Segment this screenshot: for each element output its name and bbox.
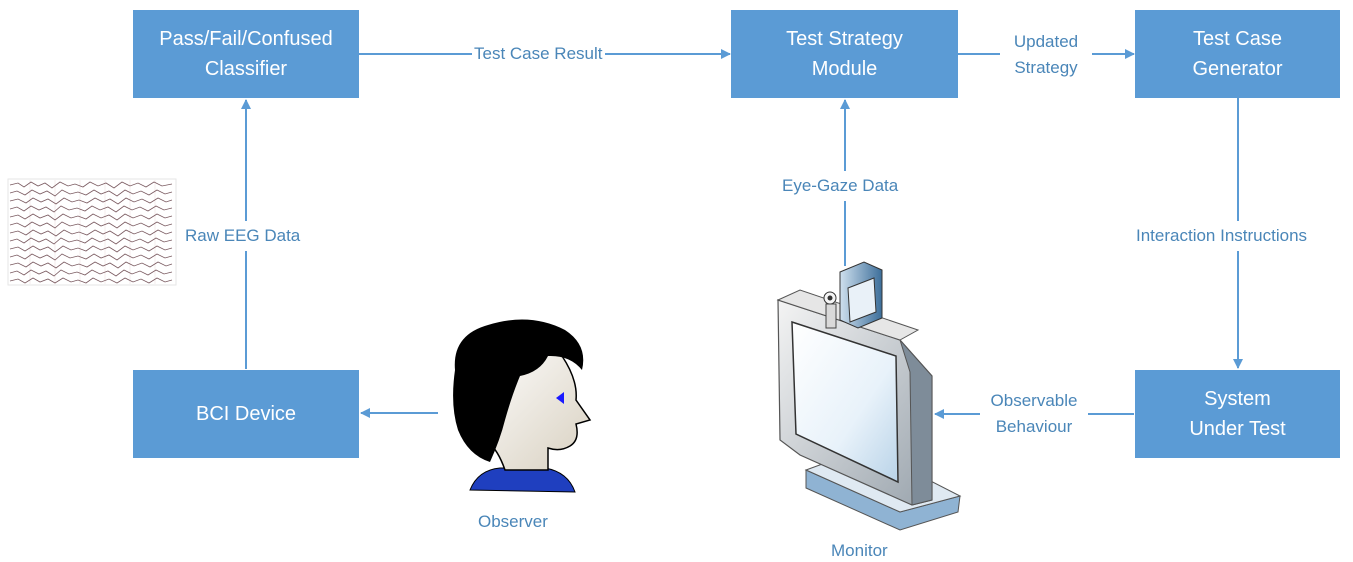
label-test-case-result: Test Case Result xyxy=(472,41,605,67)
updated-strategy-line2: Strategy xyxy=(1014,58,1078,77)
classifier-line2: Classifier xyxy=(204,58,288,80)
eeg-signal-icon xyxy=(7,178,177,286)
observable-line1: Observable xyxy=(990,391,1078,410)
bci-line1: BCI Device xyxy=(195,403,297,425)
classifier-box: Pass/Fail/Confused Classifier xyxy=(133,10,359,98)
classifier-line1: Pass/Fail/Confused xyxy=(159,28,333,50)
sut-line1: System xyxy=(1204,388,1271,410)
label-eye-gaze: Eye-Gaze Data xyxy=(780,171,901,201)
test-strategy-box: Test Strategy Module xyxy=(731,10,958,98)
label-raw-eeg: Raw EEG Data xyxy=(183,221,303,251)
observer-caption: Observer xyxy=(478,512,548,531)
bci-device-box: BCI Device xyxy=(133,370,359,458)
updated-strategy-line1: Updated xyxy=(1013,32,1079,51)
observable-line2: Behaviour xyxy=(995,417,1073,436)
observer-head-icon xyxy=(453,319,592,493)
test-case-generator-box: Test Case Generator xyxy=(1135,10,1340,98)
system-under-test-box: System Under Test xyxy=(1135,370,1340,458)
strategy-line2: Module xyxy=(811,58,878,80)
monitor-caption: Monitor xyxy=(831,541,888,560)
label-interaction: Interaction Instructions xyxy=(1134,221,1310,251)
generator-line2: Generator xyxy=(1192,58,1283,80)
sut-line2: Under Test xyxy=(1189,418,1286,440)
label-updated-strategy: Updated Strategy xyxy=(1000,29,1092,81)
strategy-line1: Test Strategy xyxy=(786,28,903,50)
monitor-eye-tracker-icon xyxy=(776,261,962,531)
label-observable: Observable Behaviour xyxy=(980,388,1088,440)
generator-line1: Test Case xyxy=(1193,28,1282,50)
